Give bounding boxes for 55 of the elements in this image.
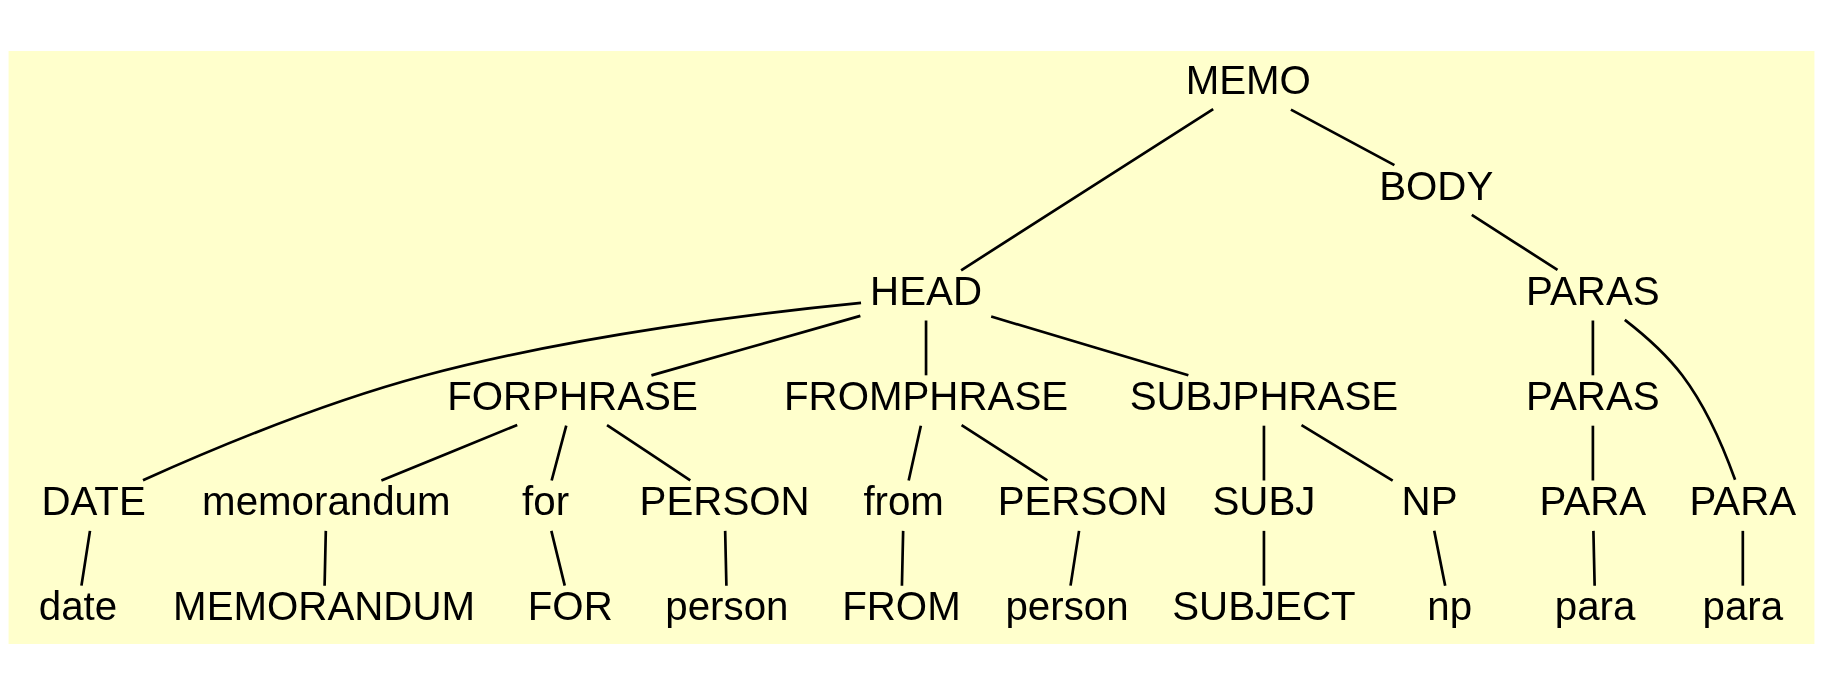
connector (323, 530, 328, 586)
connector (1591, 320, 1595, 376)
node-text: PARA (1689, 479, 1797, 525)
node-text: FROMPHRASE (783, 373, 1069, 419)
node-text: MEMORANDUM (173, 584, 476, 630)
connector (924, 320, 928, 376)
node-text: FOR (527, 584, 613, 630)
node-text: DATE (41, 479, 146, 525)
connector (1432, 530, 1447, 586)
connector (1300, 424, 1394, 482)
connector (606, 424, 691, 482)
node-text: MEMO (1185, 58, 1311, 104)
connector (990, 315, 1189, 377)
connector (1592, 530, 1596, 586)
node-text: SUBJECT (1172, 584, 1356, 630)
connector (380, 423, 518, 482)
connector (550, 425, 568, 481)
node-text: FROM (842, 584, 961, 630)
node-text: PARAS (1526, 268, 1660, 314)
node-text: memorandum (202, 479, 451, 525)
connector (960, 108, 1214, 272)
node-text: para (1702, 584, 1784, 630)
connector (1262, 530, 1266, 586)
node-text: np (1427, 584, 1473, 630)
node-text: person (665, 584, 789, 630)
connector (907, 425, 923, 481)
connector (1591, 425, 1595, 481)
connector (1741, 530, 1745, 586)
connector (1290, 108, 1396, 167)
node-text: PERSON (639, 479, 810, 525)
connector (142, 301, 862, 482)
node-text: BODY (1379, 163, 1494, 209)
node-text: PARAS (1526, 373, 1660, 419)
connector (1471, 213, 1559, 272)
node-text: person (1005, 584, 1129, 630)
node-text: FORPHRASE (447, 373, 698, 419)
connector (550, 530, 567, 586)
node-text: HEAD (870, 268, 982, 314)
connector (900, 530, 905, 586)
node-text: para (1554, 584, 1636, 630)
connector (723, 530, 728, 586)
node-text: from (863, 479, 944, 525)
connector (1262, 425, 1266, 481)
connector (80, 530, 92, 586)
node-text: SUBJPHRASE (1129, 373, 1399, 419)
node-text: date (38, 584, 118, 630)
node-text: for (522, 479, 570, 525)
node-text: NP (1401, 479, 1458, 525)
connector (960, 424, 1048, 482)
connector (1624, 318, 1737, 481)
node-text: PARA (1539, 479, 1647, 525)
node-text: SUBJ (1212, 479, 1316, 525)
connector (1069, 530, 1081, 586)
node-text: PERSON (997, 479, 1168, 525)
connector (651, 314, 861, 377)
